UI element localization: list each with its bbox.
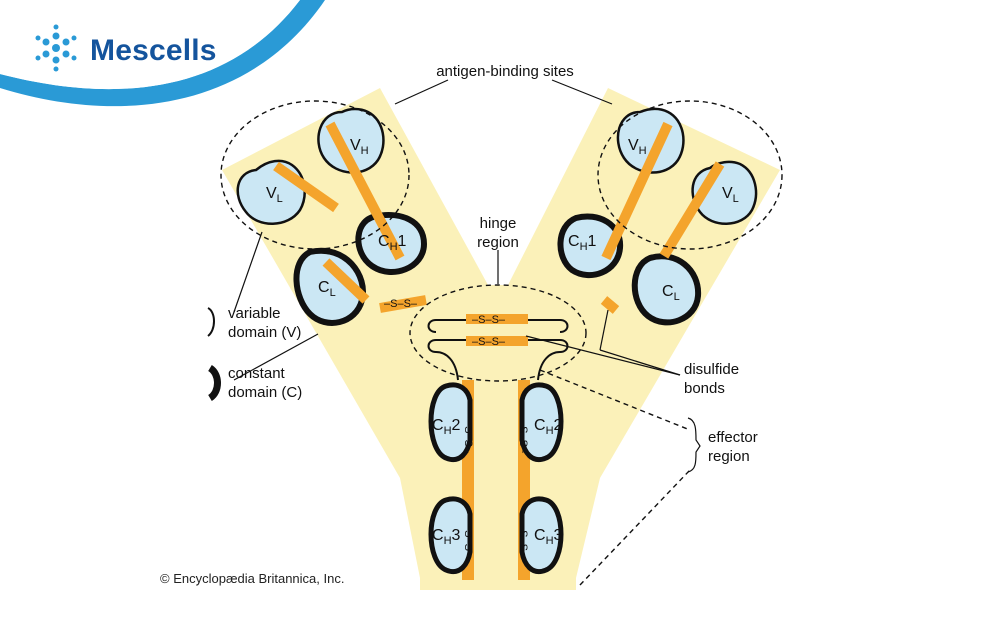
ch1-domain-right xyxy=(557,213,624,278)
domain-labels: VL VH CH1 CL VH VL CH1 CL CH2 CH2 CH3 CH… xyxy=(266,137,739,547)
leader-lines xyxy=(233,79,701,473)
bond-label-hinge-bottom: –S–S– xyxy=(472,336,506,348)
disulfide-bonds-label: disulfide bonds xyxy=(684,360,774,398)
disulfide-label-line-1: disulfide xyxy=(684,361,740,378)
antigen-site-right-outline xyxy=(597,100,783,250)
antigen-binding-sites-label: antigen-binding sites xyxy=(436,63,574,80)
right-arm xyxy=(557,107,758,326)
bond-label-stem-left: –S–S– xyxy=(462,420,474,454)
cl-label-right: CL xyxy=(662,283,680,303)
disulfide-label-line-2: bonds xyxy=(684,380,725,397)
constant-legend-line-2: domain (C) xyxy=(228,384,303,401)
effector-label-line-1: effector xyxy=(708,429,758,446)
bond-label-hinge-top: –S–S– xyxy=(472,314,506,326)
vl-label-right: VL xyxy=(722,185,739,205)
variable-legend-swatch xyxy=(207,307,215,337)
hinge-bonds xyxy=(427,314,569,381)
hinge-region-label: hinge region xyxy=(460,214,536,252)
ch3-label-right: CH3 xyxy=(534,527,563,547)
bond-label-stem-right-lower: –S–S– xyxy=(517,524,529,558)
logo-spacer xyxy=(34,28,80,74)
constant-legend-line-1: constant xyxy=(228,365,285,382)
ch3-domain-right xyxy=(519,496,564,574)
constant-domain-legend: constant domain (C) xyxy=(228,364,328,402)
header-swoosh-light xyxy=(0,0,300,90)
ch2-label-left: CH2 xyxy=(432,417,461,437)
hinge-label-line-1: hinge xyxy=(479,215,517,232)
bond-label-left-arm: –S–S– xyxy=(384,298,418,310)
dashed-regions xyxy=(220,100,783,586)
cell-cluster-icon xyxy=(35,24,77,72)
left-arm xyxy=(236,107,428,326)
brand-name: Mescells xyxy=(90,34,217,67)
constant-legend-swatch xyxy=(207,365,221,401)
hinge-region-outline xyxy=(409,284,587,382)
cl-label-left: CL xyxy=(318,279,336,299)
bond-label-stem-left-lower: –S–S– xyxy=(462,524,474,558)
variable-legend-line-2: domain (V) xyxy=(228,324,302,341)
variable-domain-legend: variable domain (V) xyxy=(228,304,328,342)
vl-label-left: VL xyxy=(266,185,283,205)
brand-logo[interactable]: Mescells xyxy=(34,28,217,74)
effector-region-label: effector region xyxy=(708,428,798,466)
ch1-label-right: CH1 xyxy=(568,233,597,253)
ch2-domain-left xyxy=(428,382,473,462)
ch3-domain-left xyxy=(428,496,473,574)
effector-label-line-2: region xyxy=(708,448,750,465)
hinge-label-line-2: region xyxy=(477,234,519,251)
cl-domain-left xyxy=(293,247,366,326)
ch1-label-left: CH1 xyxy=(378,233,407,253)
vh-label-right: VH xyxy=(628,137,647,157)
ch2-label-right: CH2 xyxy=(534,417,563,437)
stem xyxy=(428,380,564,580)
bond-labels: –S–S– –S–S– –S–S– –S–S– –S–S– –S–S– –S–S… xyxy=(384,298,529,558)
antigen-site-left-outline xyxy=(220,100,410,250)
ch2-domain-right xyxy=(519,382,564,462)
ch3-label-left: CH3 xyxy=(432,527,461,547)
cl-domain-right xyxy=(631,253,702,326)
vh-label-left: VH xyxy=(350,137,369,157)
header-swoosh xyxy=(0,0,325,107)
variable-legend-line-1: variable xyxy=(228,305,281,322)
bond-label-stem-right: –S–S– xyxy=(517,420,529,454)
copyright-notice: © Encyclopædia Britannica, Inc. xyxy=(160,571,345,586)
